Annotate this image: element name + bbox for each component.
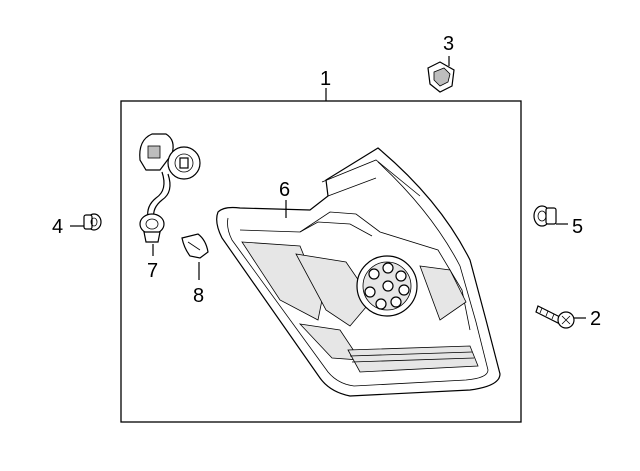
tail-lamp-assembly [216, 147, 501, 397]
callout-8: 8 [193, 285, 204, 307]
callout-1: 1 [320, 68, 331, 90]
clip-nut [427, 61, 455, 93]
socket-wire-harness [139, 133, 201, 243]
bulb [181, 233, 209, 259]
callout-3: 3 [443, 33, 454, 55]
callout-2: 2 [590, 308, 601, 330]
screw [535, 305, 575, 329]
callout-5: 5 [572, 216, 583, 238]
lamp-led-cluster [356, 255, 418, 317]
grommet-left [83, 213, 102, 231]
grommet-right [533, 205, 557, 227]
callout-7: 7 [147, 260, 158, 282]
callout-4: 4 [52, 216, 63, 238]
callout-6: 6 [279, 179, 290, 201]
